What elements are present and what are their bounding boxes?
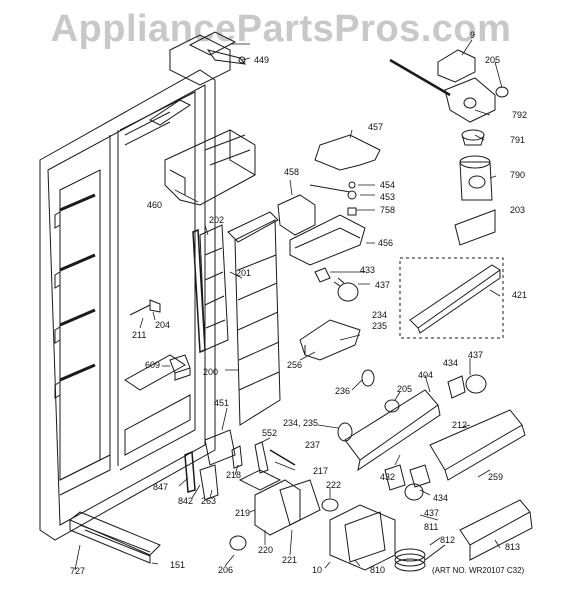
label-812: 812 [440, 535, 456, 545]
label-810: 810 [370, 565, 386, 575]
cover-457 [315, 135, 380, 170]
label-217: 217 [313, 466, 329, 476]
label-204: 204 [155, 320, 171, 330]
coil-812 [395, 545, 445, 571]
label-813: 813 [505, 542, 521, 552]
door-panel-200 [130, 212, 280, 425]
label-259: 259 [488, 472, 504, 482]
label-205-top: 205 [485, 55, 501, 65]
label-205-middle: 205 [397, 384, 413, 394]
dispenser-parts-456 [278, 182, 365, 265]
label-206: 206 [218, 565, 234, 575]
label-201: 201 [236, 268, 252, 278]
label-727: 727 [70, 566, 86, 576]
label-235-upper: 235 [372, 321, 388, 331]
label-758: 758 [380, 205, 396, 215]
label-263: 263 [201, 496, 217, 506]
label-437-lower: 437 [424, 508, 440, 518]
label-200: 200 [203, 367, 219, 377]
label-237: 237 [305, 440, 321, 450]
label-220: 220 [258, 545, 274, 555]
label-433: 433 [360, 265, 376, 275]
drip-tray-256 [300, 320, 360, 360]
lamp-433 [315, 268, 358, 301]
ring-237 [338, 423, 352, 441]
panel-813 [460, 500, 532, 560]
label-234-235-lower: 234, 235 [283, 418, 319, 428]
label-451: 451 [214, 398, 230, 408]
lever-parts-263 [185, 430, 295, 500]
label-404: 404 [418, 370, 434, 380]
label-811: 811 [424, 522, 439, 532]
label-212: 212 [452, 420, 468, 430]
label-218: 218 [226, 470, 242, 480]
auger-assembly-box-421 [400, 258, 503, 338]
label-790: 790 [510, 170, 526, 180]
label-222: 222 [326, 480, 342, 490]
label-256: 256 [287, 360, 303, 370]
auger-bar-421 [410, 265, 500, 333]
label-219: 219 [235, 508, 251, 518]
label-458: 458 [284, 167, 300, 177]
label-151: 151 [170, 560, 186, 570]
label-211: 211 [132, 330, 147, 340]
part-222 [322, 499, 338, 511]
ring-236 [362, 370, 374, 386]
label-202: 202 [209, 215, 225, 225]
label-791: 791 [510, 135, 526, 145]
label-437-upper: 437 [468, 350, 484, 360]
leader-lines [75, 40, 502, 570]
label-453: 453 [380, 192, 396, 202]
label-9: 9 [470, 30, 476, 40]
label-234-upper: 234 [372, 310, 388, 320]
label-460: 460 [147, 200, 163, 210]
watermark-logo: AppliancePartsPros.com [50, 8, 512, 50]
label-456: 456 [378, 238, 394, 248]
bottom-grille-727 [70, 512, 160, 563]
label-10: 10 [312, 565, 323, 575]
dispenser-duct-460 [165, 130, 255, 205]
label-434-upper: 434 [443, 358, 459, 368]
duct-404 [345, 390, 440, 470]
label-552: 552 [262, 428, 278, 438]
ice-maker-parts-790 [390, 50, 508, 245]
art-number: (ART NO. WR20107 C32) [432, 566, 525, 575]
label-792: 792 [512, 110, 528, 120]
refrigerator-cabinet [40, 35, 230, 540]
label-203: 203 [510, 205, 526, 215]
label-847: 847 [153, 482, 169, 492]
label-236: 236 [335, 386, 351, 396]
module-609 [170, 355, 190, 380]
label-449: 449 [254, 55, 270, 65]
duct-259 [430, 410, 525, 480]
label-454: 454 [380, 180, 396, 190]
dispenser-bracket-220 [230, 480, 320, 550]
label-221: 221 [282, 555, 298, 565]
top-hinge-449 [190, 32, 245, 64]
label-842: 842 [178, 496, 194, 506]
label-421: 421 [512, 290, 528, 300]
label-437-middle: 437 [375, 280, 391, 290]
label-432: 432 [380, 472, 396, 482]
label-434-lower: 434 [433, 493, 449, 503]
label-457: 457 [368, 122, 384, 132]
label-609: 609 [145, 360, 161, 370]
